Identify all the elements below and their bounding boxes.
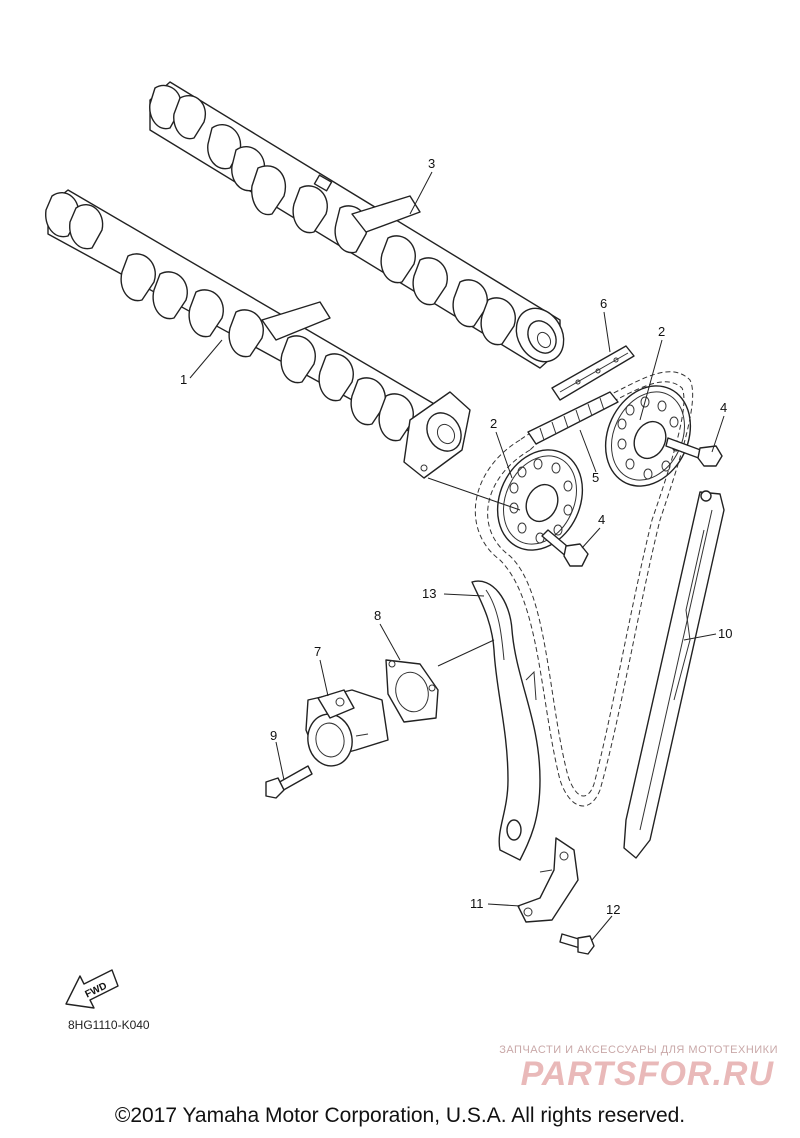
fwd-arrow-icon: FWD <box>65 969 119 1009</box>
camshaft-upper <box>149 81 565 369</box>
camshaft-lower <box>45 189 471 479</box>
chain-guide-right <box>623 490 725 859</box>
callout-6: 6 <box>600 296 607 311</box>
callout-2-right: 2 <box>658 324 665 339</box>
callout-7: 7 <box>314 644 321 659</box>
callout-12: 12 <box>606 902 620 917</box>
cam-sprocket-left <box>496 449 584 551</box>
tensioner-gasket <box>385 659 439 723</box>
callout-13: 13 <box>422 586 436 601</box>
guide-bracket <box>517 837 579 923</box>
cam-sprocket-right <box>604 385 692 487</box>
watermark-subtitle: ЗАПЧАСТИ И АКСЕССУАРЫ ДЛЯ МОТОТЕХНИКИ <box>499 1044 778 1056</box>
cam-chain <box>474 371 694 807</box>
callout-4-right: 4 <box>720 400 727 415</box>
callout-3: 3 <box>428 156 435 171</box>
callout-9: 9 <box>270 728 277 743</box>
callout-1: 1 <box>180 372 187 387</box>
bolt-left <box>541 529 589 567</box>
callout-8: 8 <box>374 608 381 623</box>
chain-segment <box>527 391 619 445</box>
callout-2-left: 2 <box>490 416 497 431</box>
callout-labels: 1 3 6 2 2 4 4 5 13 8 7 9 10 11 12 <box>180 156 732 917</box>
chain-guide-top <box>551 345 635 401</box>
callout-11: 11 <box>470 896 484 911</box>
callout-5: 5 <box>592 470 599 485</box>
bolt-right <box>665 437 723 467</box>
watermark-brand: PARTSFOR.RU <box>520 1055 774 1093</box>
callout-10: 10 <box>718 626 732 641</box>
drawing-code: 8HG1110-K040 <box>68 1018 150 1032</box>
leader-lines <box>189 171 725 941</box>
callout-4-left: 4 <box>598 512 605 527</box>
bolt-bracket <box>559 933 595 955</box>
copyright-notice: ©2017 Yamaha Motor Corporation, U.S.A. A… <box>114 1104 686 1127</box>
tensioner-bolt <box>265 765 313 799</box>
chain-tensioner <box>305 689 389 767</box>
chain-tensioner-guide <box>471 580 541 861</box>
